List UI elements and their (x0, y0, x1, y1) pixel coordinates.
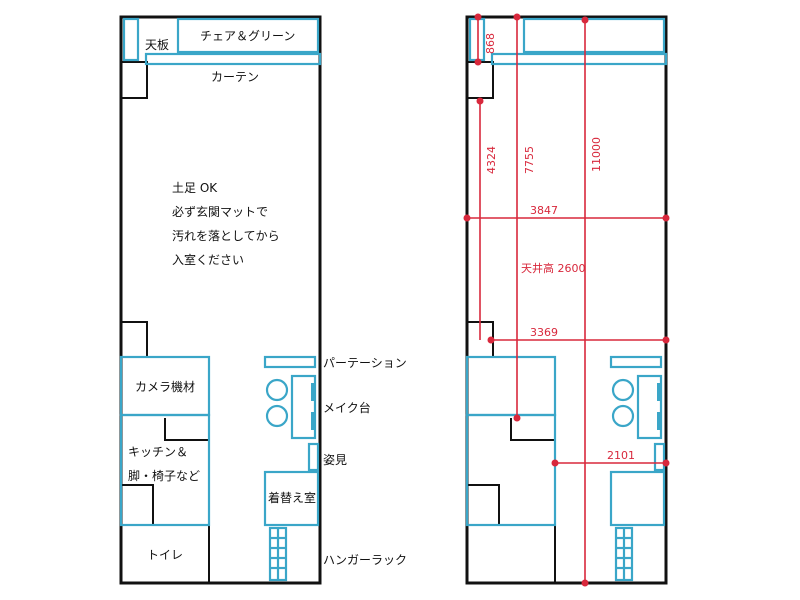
right-plan: 868 4324 7755 11000 3847 天井高 2600 3369 2… (463, 13, 670, 587)
note-line-3: 汚れを落としてから (172, 229, 280, 243)
note-line-4: 入室ください (172, 252, 244, 267)
ceiling-height: 天井高 2600 (521, 261, 586, 275)
dim-3369: 3369 (530, 326, 558, 339)
hanger-rack-label: ハンガーラック (323, 553, 407, 567)
dim-7755: 7755 (523, 146, 536, 174)
chair-green-label: チェア＆グリーン (200, 29, 295, 43)
dim-3847: 3847 (530, 204, 558, 217)
note-line-1: 土足 OK (172, 181, 218, 195)
camera-label: カメラ機材 (135, 379, 195, 394)
kitchen-label-1: キッチン＆ (128, 445, 188, 459)
plan-walls-furniture-dimensioned (465, 15, 668, 585)
left-plan: 天板 チェア＆グリーン カーテン 土足 OK 必ず玄関マットで 汚れを落としてか… (119, 15, 407, 585)
curtain-label: カーテン (211, 70, 259, 84)
dimension-lines (463, 13, 670, 587)
kitchen-label-2: 脚・椅子など (128, 468, 200, 483)
mirror-label: 姿見 (323, 453, 347, 467)
tabletop-label: 天板 (145, 38, 169, 52)
dim-4324: 4324 (485, 146, 498, 174)
dressing-room-label: 着替え室 (268, 490, 316, 505)
dim-11000: 11000 (590, 137, 603, 172)
note-line-2: 必ず玄関マットで (172, 204, 268, 219)
dim-2101: 2101 (607, 449, 635, 462)
makeup-label: メイク台 (323, 400, 371, 415)
partition-label: パーテーション (323, 356, 407, 370)
dim-868: 868 (484, 33, 497, 54)
toilet-label: トイレ (147, 548, 183, 562)
